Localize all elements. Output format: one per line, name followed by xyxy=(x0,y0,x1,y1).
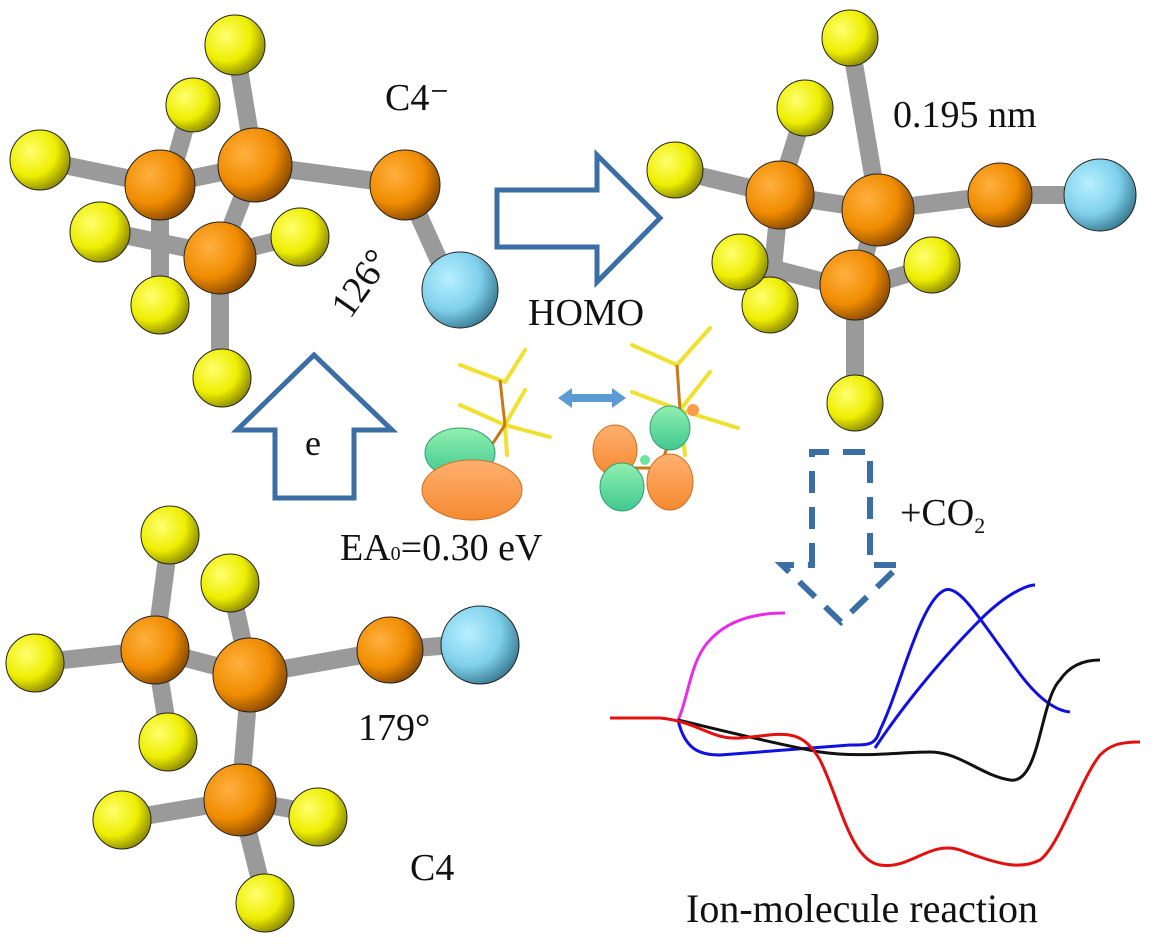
fluorine-atom xyxy=(92,790,152,850)
nitrogen-atom xyxy=(1063,158,1137,232)
carbon-atom xyxy=(819,249,891,321)
carbon-atom xyxy=(745,160,815,230)
fluorine-atom xyxy=(200,553,260,613)
nitrogen-atom xyxy=(440,605,520,685)
up-arrow-icon xyxy=(230,351,399,501)
co2-text: +CO xyxy=(900,492,974,534)
homo-orbital-left xyxy=(421,348,552,521)
fluorine-atom xyxy=(165,77,221,133)
reaction-curves xyxy=(610,583,1141,868)
ea-text: EA xyxy=(340,527,391,569)
electron-label: e xyxy=(305,423,321,463)
neutral-angle-label: 179° xyxy=(358,707,430,749)
fluorine-atom xyxy=(235,873,295,933)
anion-angle-label: 126° xyxy=(323,242,399,325)
molecule-anion xyxy=(9,14,499,408)
curve-blue-2 xyxy=(873,583,1036,749)
carbon-atom xyxy=(369,149,441,221)
reaction-label: Ion-molecule reaction xyxy=(686,886,1038,931)
fluorine-atom xyxy=(204,14,266,76)
fluorine-atom xyxy=(711,233,769,291)
curve-blue-1 xyxy=(676,588,1071,757)
bond-length-label: 0.195 nm xyxy=(893,94,1037,136)
homo-orbital-right xyxy=(592,326,740,512)
fluorine-atom xyxy=(903,236,961,294)
molecule-product xyxy=(646,9,1137,432)
curve-black xyxy=(677,658,1101,782)
curve-red xyxy=(610,716,1141,868)
fluorine-atom xyxy=(741,276,799,334)
homo-label: HOMO xyxy=(528,292,644,334)
fluorine-atom xyxy=(5,633,65,693)
neutral-label: C4 xyxy=(410,847,454,889)
fluorine-atom xyxy=(288,787,348,847)
molecule-neutral xyxy=(5,505,520,933)
dashed-down-arrow-icon xyxy=(774,449,908,627)
carbon-atom xyxy=(212,637,288,713)
fluorine-atom xyxy=(130,275,190,335)
fluorine-atom xyxy=(826,374,884,432)
co2-subscript: 2 xyxy=(974,513,985,538)
carbon-atom xyxy=(124,149,196,221)
carbon-atom xyxy=(356,616,424,684)
fluorine-atom xyxy=(776,79,834,137)
fluorine-atom xyxy=(192,348,252,408)
carbon-atom xyxy=(120,615,190,685)
ea-value: =0.30 eV xyxy=(401,527,543,569)
anion-label: C4⁻ xyxy=(385,77,449,119)
carbon-atom xyxy=(183,221,257,295)
carbon-atom xyxy=(841,173,915,247)
ea-label: EA0=0.30 eV xyxy=(340,527,543,569)
fluorine-atom xyxy=(821,9,879,67)
fluorine-atom xyxy=(9,129,71,191)
double-arrow-icon xyxy=(558,388,626,408)
ea-subscript: 0 xyxy=(391,543,401,565)
fluorine-atom xyxy=(646,141,704,199)
fluorine-atom xyxy=(270,207,330,267)
carbon-atom xyxy=(203,763,277,837)
curve-magenta xyxy=(676,611,786,721)
right-arrow-icon xyxy=(494,148,664,289)
fluorine-atom xyxy=(140,505,200,565)
co2-label: +CO2 xyxy=(900,492,985,538)
fluorine-atom xyxy=(138,712,198,772)
fluorine-atom xyxy=(69,201,131,263)
carbon-atom xyxy=(217,127,293,203)
nitrogen-atom xyxy=(421,251,499,329)
carbon-atom xyxy=(967,162,1033,228)
